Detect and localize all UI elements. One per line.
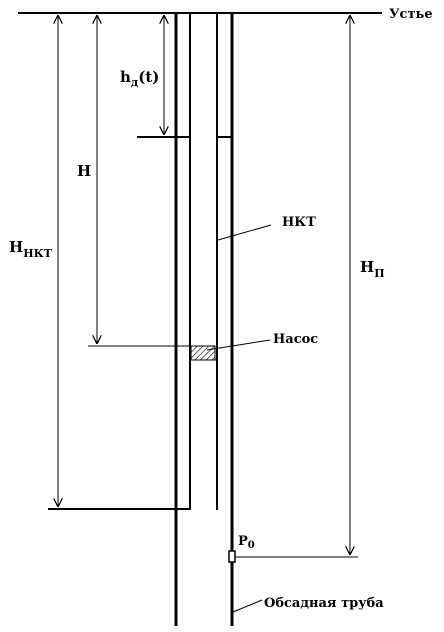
h-label: H [77,162,91,180]
p0-gauge [228,550,236,563]
pump-body [190,345,216,361]
h-p-label: HП [360,258,385,280]
wellhead-label: Устье [389,7,433,22]
pump-leader [206,339,271,351]
p0-label: P0 [238,534,255,551]
h-nkt-label: HНКТ [9,238,53,260]
casing-label: Обсадная труба [264,596,384,611]
tubing-label: НКТ [282,215,316,230]
h-d-label: hд(t) [120,68,159,89]
casing-leader [232,599,263,613]
tubing-leader [217,224,272,241]
pump-label: Насос [273,332,318,347]
